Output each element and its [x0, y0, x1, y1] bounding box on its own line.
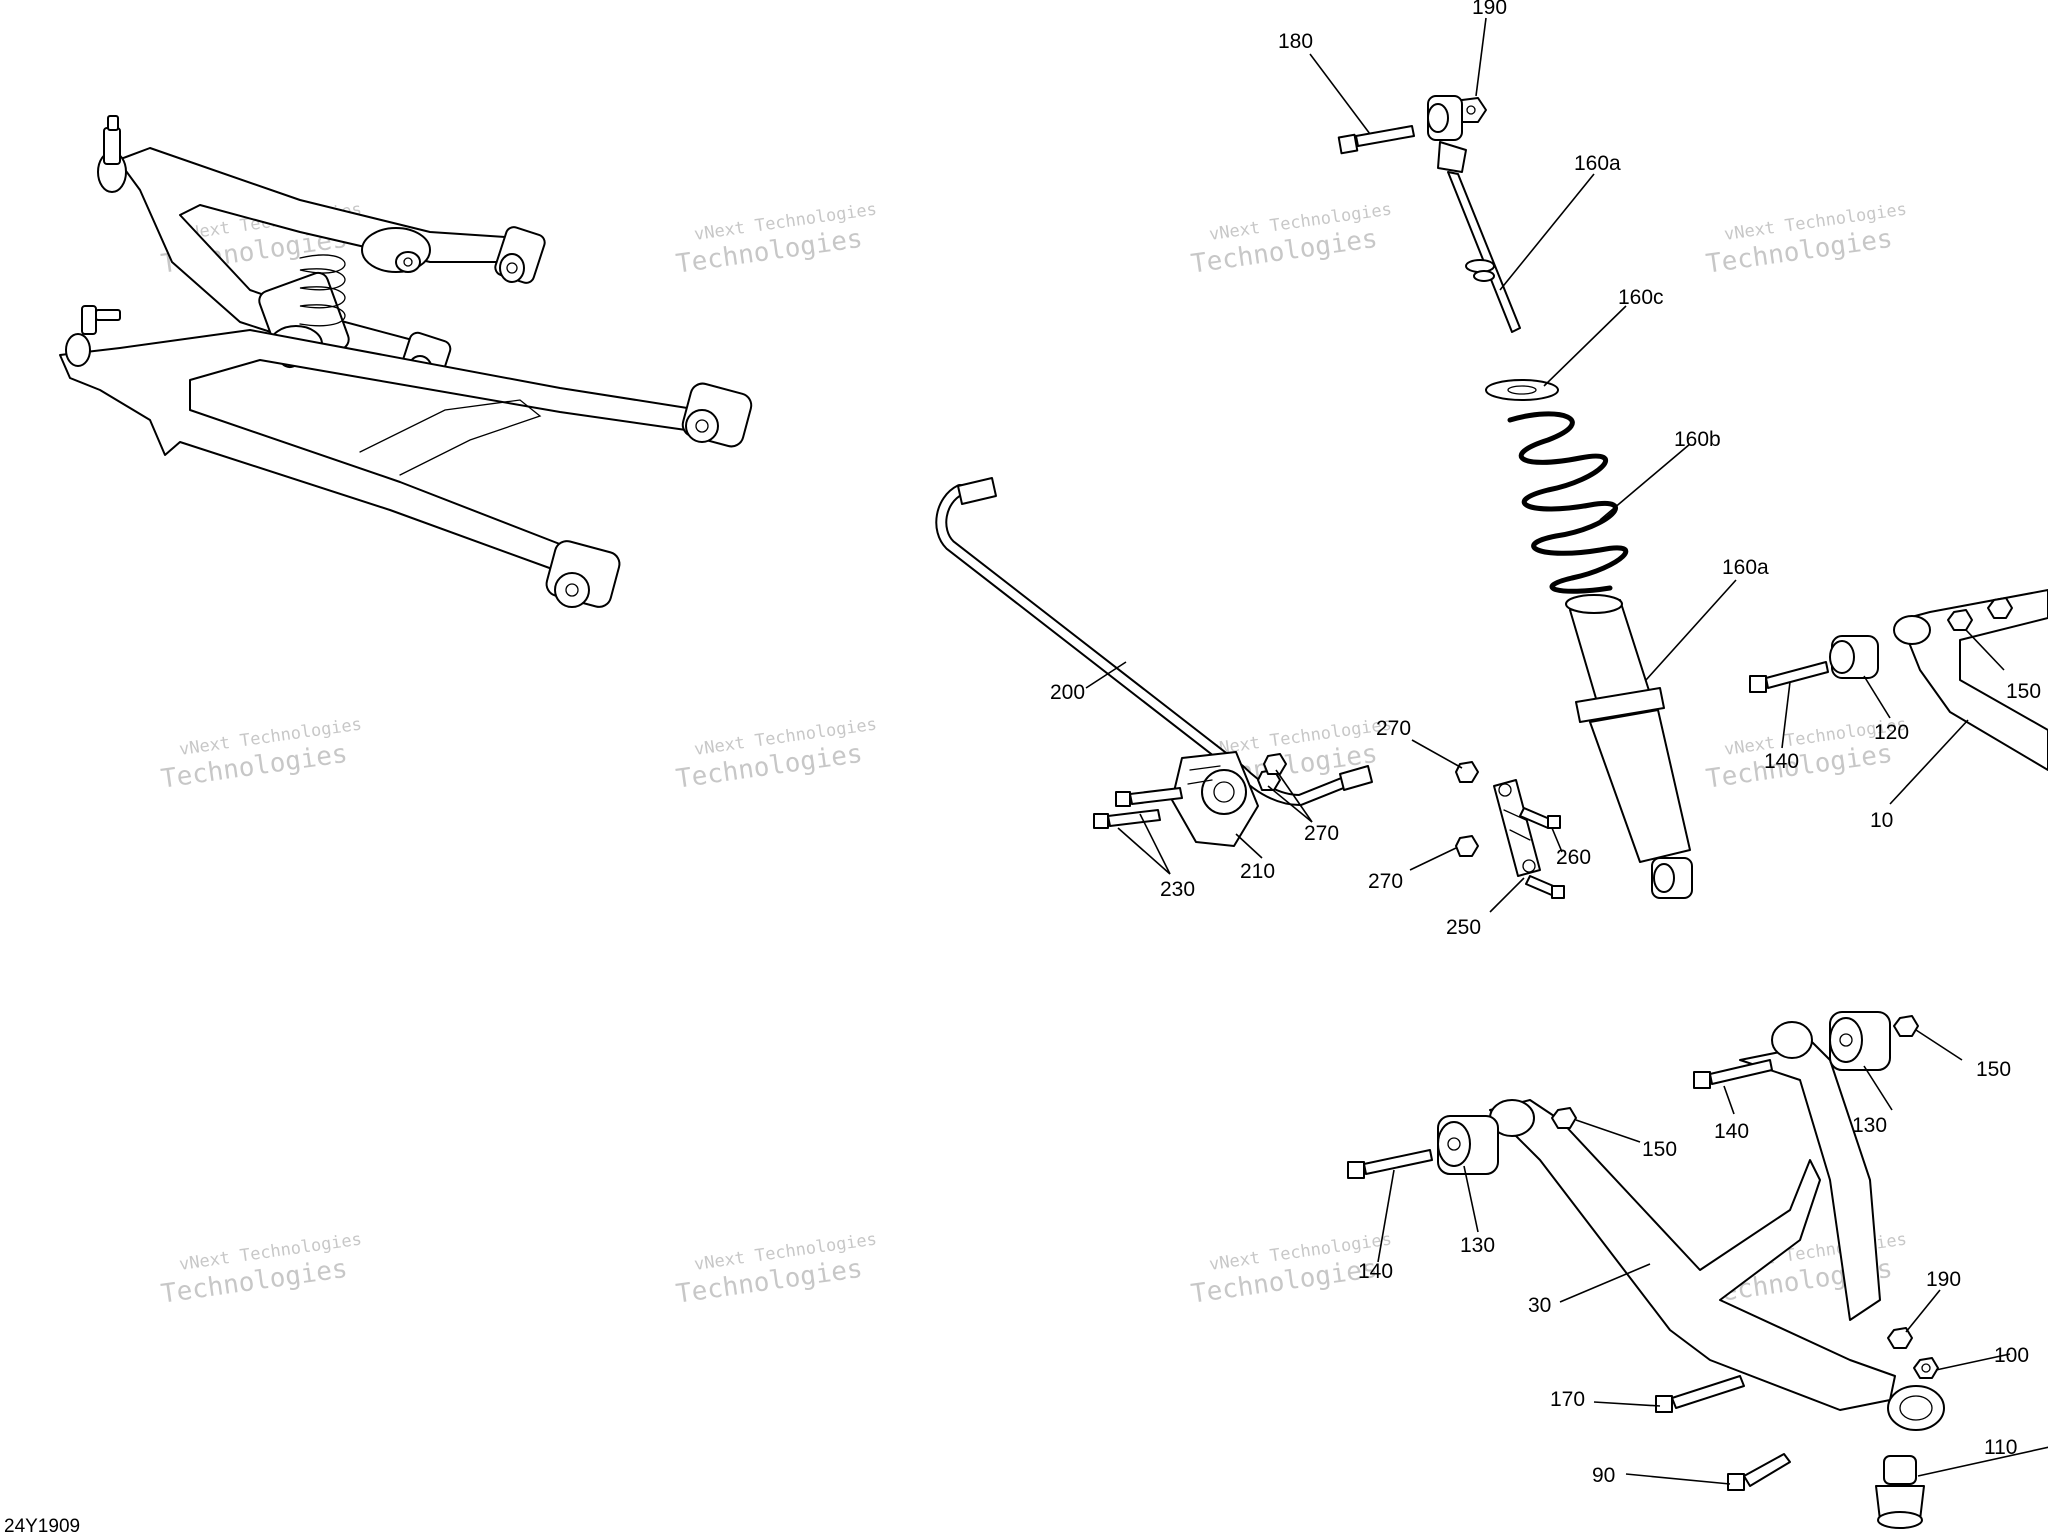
lower-arm-30 — [1489, 1099, 1896, 1411]
callout-120: 120 — [1874, 721, 1909, 744]
upper-ball-joint — [97, 115, 127, 193]
leader-lines — [1085, 17, 2048, 1485]
bolt-180 — [1337, 125, 1415, 155]
watermark: vNext Technologies Technologies — [159, 1230, 363, 1310]
diagram-reference-code: 24Y1909 — [4, 1516, 80, 1536]
bolt-170 — [1655, 1375, 1745, 1413]
bolt-140-right — [1749, 661, 1829, 693]
upper-arm-10-partial — [1749, 589, 2048, 771]
spring-seat-160c — [1485, 379, 1559, 401]
callout-10: 10 — [1870, 809, 1893, 832]
bolt-90 — [1727, 1453, 1791, 1491]
coil-spring-160b — [1507, 411, 1629, 594]
callout-230: 230 — [1160, 878, 1195, 901]
callout-160b: 160b — [1674, 428, 1721, 451]
callout-90: 90 — [1592, 1464, 1615, 1487]
sway-bar-assembly — [935, 477, 1565, 899]
callout-160a-top: 160a — [1574, 152, 1621, 175]
bolt-140-a — [1347, 1149, 1433, 1179]
callout-270-c: 270 — [1368, 870, 1403, 893]
watermark: vNext Technologies Technologies — [1189, 200, 1393, 280]
callout-250: 250 — [1446, 916, 1481, 939]
callout-140-a: 140 — [1714, 1120, 1749, 1143]
watermark: vNext Technologies Technologies — [674, 715, 878, 795]
callout-180: 180 — [1278, 30, 1313, 53]
callout-140-right: 140 — [1764, 750, 1799, 773]
upper-arm-bushing-rear — [494, 226, 546, 284]
shock-shaft-160a — [1437, 141, 1521, 333]
callout-30: 30 — [1528, 1294, 1551, 1317]
callout-130-a: 130 — [1460, 1234, 1495, 1257]
bushing-120 — [1829, 635, 1879, 679]
lower-arm-30-exploded — [1347, 1011, 1945, 1529]
callout-110: 110 — [1984, 1436, 2017, 1459]
callout-140-b: 140 — [1358, 1260, 1393, 1283]
bolt-140-b — [1693, 1059, 1773, 1089]
callout-190-top: 190 — [1472, 0, 1507, 19]
callout-160a-bottom: 160a — [1722, 556, 1769, 579]
callout-labels: 190 180 160a 160c 160b 160a 200 270 270 … — [1050, 0, 2041, 1487]
nut-150-b — [1893, 1015, 1919, 1037]
nut-190-bottom — [1887, 1327, 1913, 1349]
lower-ball-joint — [65, 305, 121, 367]
lower-arm-bushing-rear — [681, 382, 753, 448]
bolts-230 — [1093, 787, 1183, 829]
shock-top-eye — [1427, 95, 1463, 141]
nut-150-a — [1551, 1107, 1577, 1129]
callout-270-a: 270 — [1376, 717, 1411, 740]
callout-160c: 160c — [1618, 286, 1664, 309]
bushing-bracket-210 — [1171, 751, 1259, 847]
shock-body-160a — [1565, 594, 1693, 899]
callout-100: 100 — [1994, 1344, 2029, 1367]
lower-arm-assembled — [59, 329, 701, 575]
nut-100 — [1913, 1357, 1939, 1379]
link-250 — [1493, 779, 1541, 877]
watermark: vNext Technologies Technologies — [1704, 200, 1908, 280]
watermark: vNext Technologies Technologies — [674, 200, 878, 280]
bushing-130-a — [1437, 1115, 1499, 1175]
lower-arm-bushing-front — [545, 540, 621, 608]
callout-190-bottom: 190 — [1926, 1268, 1961, 1291]
bolts-260 — [1519, 807, 1565, 899]
shock-exploded-view — [1337, 95, 1693, 899]
callout-210: 210 — [1240, 860, 1275, 883]
callout-170: 170 — [1550, 1388, 1585, 1411]
callout-150-b: 150 — [1976, 1058, 2011, 1081]
callout-260: 260 — [1556, 846, 1591, 869]
callout-270-b: 270 — [1304, 822, 1339, 845]
callout-200: 200 — [1050, 681, 1085, 704]
callout-130-b: 130 — [1852, 1114, 1887, 1137]
watermark: vNext Technologies Technologies — [674, 1230, 878, 1310]
bushing-130-b — [1829, 1011, 1891, 1071]
callout-150-right: 150 — [2006, 680, 2041, 703]
watermark: vNext Technologies Technologies — [159, 715, 363, 795]
callout-150-a: 150 — [1642, 1138, 1677, 1161]
upper-arm-assembled — [117, 147, 526, 373]
assembled-suspension-view — [59, 115, 753, 608]
ball-joint-110 — [1875, 1455, 1925, 1529]
